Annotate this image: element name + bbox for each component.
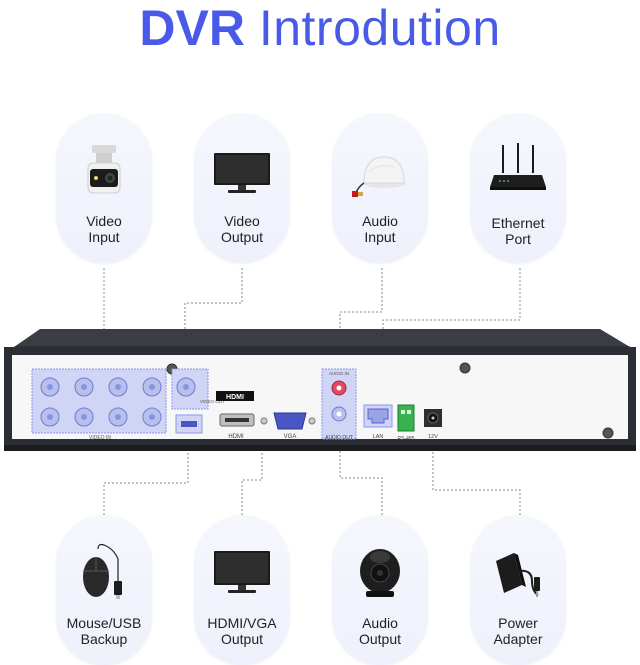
camera-icon [87, 145, 121, 194]
monitor-icon [214, 551, 270, 593]
svg-text:VIDEO IN: VIDEO IN [89, 435, 111, 441]
svg-text:AUDIO OUT: AUDIO OUT [325, 435, 353, 441]
speaker-icon [360, 549, 400, 597]
svg-text:RS-485: RS-485 [398, 436, 415, 442]
svg-text:12V: 12V [428, 434, 438, 440]
svg-text:VIDEO OUT: VIDEO OUT [200, 399, 225, 404]
monitor-icon [214, 153, 270, 193]
power-adapter-icon [496, 553, 540, 597]
dvr-back-panel: VIDEO IN VIDEO OUT HDMI HDMI VGA AUDIO I… [4, 329, 636, 451]
svg-text:AUDIO IN: AUDIO IN [329, 371, 349, 376]
page-title: DVR Introdution [0, 0, 640, 56]
svg-text:VGA: VGA [284, 434, 297, 440]
svg-text:LAN: LAN [373, 434, 384, 440]
svg-text:HDMI: HDMI [228, 434, 244, 440]
microphone-icon [352, 156, 406, 197]
svg-text:HDMI: HDMI [226, 394, 244, 401]
title-bold: DVR [139, 0, 245, 56]
router-icon [490, 143, 546, 190]
title-rest: Introdution [258, 0, 501, 56]
mouse-icon [83, 543, 122, 599]
